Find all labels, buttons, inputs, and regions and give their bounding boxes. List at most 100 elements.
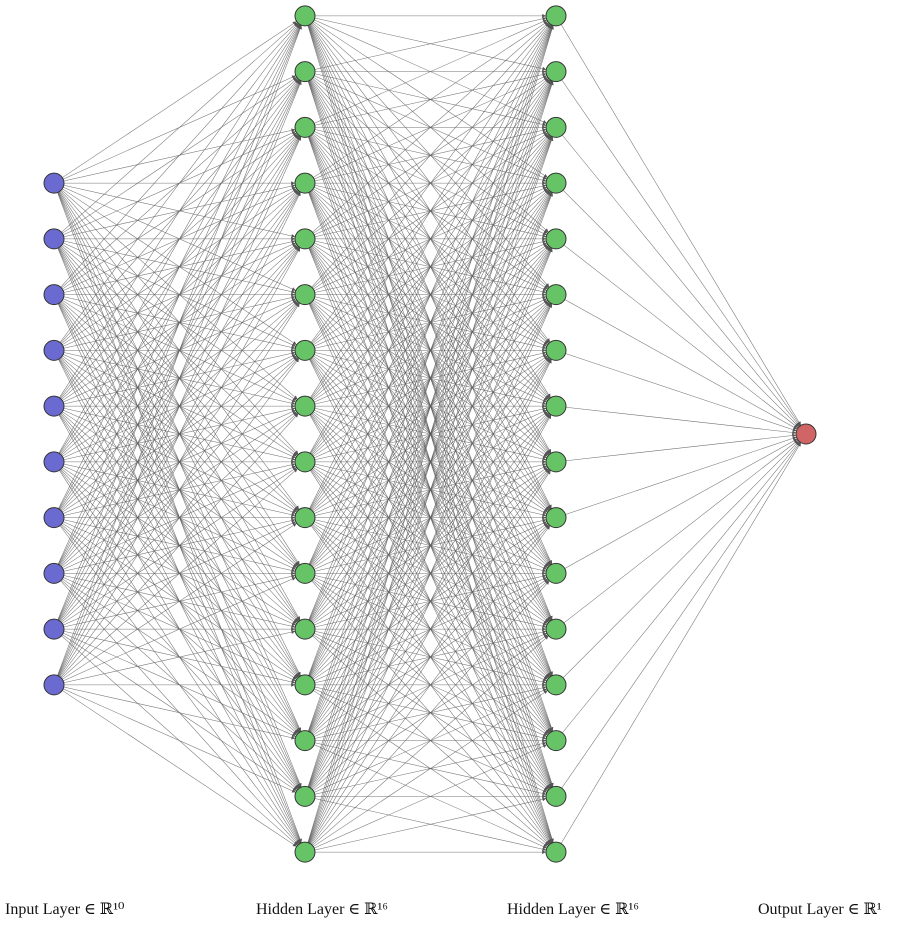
node-hidden-2-15 bbox=[545, 841, 567, 863]
connection-edge-l2-9-0 bbox=[565, 436, 797, 515]
connection-edge-l1-15-1 bbox=[307, 81, 554, 843]
node-hidden-1-10 bbox=[294, 562, 316, 584]
connection-edge-l2-14-0 bbox=[561, 442, 801, 789]
connection-edge-l0-8-0 bbox=[57, 25, 302, 620]
node-hidden-1-14 bbox=[294, 785, 316, 807]
node-hidden-1-4 bbox=[294, 228, 316, 250]
node-hidden-2-8 bbox=[545, 451, 567, 473]
connection-edge-l1-4-0 bbox=[312, 22, 549, 233]
connection-edge-l0-9-3 bbox=[58, 191, 301, 677]
node-hidden-1-8 bbox=[294, 451, 316, 473]
layer-label-hidden-2: Hidden Layer ∈ ℝ¹⁶ bbox=[507, 901, 639, 918]
connection-edge-l1-15-11 bbox=[312, 635, 549, 846]
node-input-6 bbox=[43, 507, 65, 529]
node-hidden-2-5 bbox=[545, 284, 567, 306]
node-hidden-2-13 bbox=[545, 730, 567, 752]
node-hidden-1-3 bbox=[294, 172, 316, 194]
connection-edge-l2-12-0 bbox=[562, 440, 800, 678]
node-hidden-1-0 bbox=[294, 5, 316, 27]
node-input-0 bbox=[43, 172, 65, 194]
connection-edge-l1-7-0 bbox=[310, 24, 551, 398]
connection-edge-l1-15-13 bbox=[314, 744, 547, 849]
node-input-9 bbox=[43, 674, 65, 696]
node-hidden-1-5 bbox=[294, 284, 316, 306]
connection-edge-l1-6-0 bbox=[310, 23, 551, 343]
connection-edge-l2-11-0 bbox=[563, 439, 799, 624]
node-input-3 bbox=[43, 339, 65, 361]
layer-label-hidden-1: Hidden Layer ∈ ℝ¹⁶ bbox=[256, 901, 388, 918]
connection-edge-l2-10-0 bbox=[564, 438, 798, 569]
connection-edge-l2-7-0 bbox=[565, 406, 797, 435]
layer-label-output: Output Layer ∈ ℝ¹ bbox=[758, 901, 882, 918]
node-input-7 bbox=[43, 562, 65, 584]
connection-edge-l1-15-4 bbox=[308, 248, 553, 843]
connection-edge-l0-9-8 bbox=[61, 468, 298, 679]
node-hidden-2-14 bbox=[545, 785, 567, 807]
connection-edge-l1-15-0 bbox=[307, 25, 554, 843]
node-hidden-1-12 bbox=[294, 674, 316, 696]
connection-edge-l2-2-0 bbox=[562, 134, 800, 427]
connection-edge-l0-9-9 bbox=[62, 522, 297, 680]
connection-edge-l2-13-0 bbox=[562, 441, 800, 734]
connection-edge-l1-9-0 bbox=[309, 24, 552, 509]
connection-edge-l0-9-13 bbox=[63, 686, 296, 740]
connection-edge-l0-1-0 bbox=[61, 22, 298, 233]
connection-edge-l2-3-0 bbox=[562, 190, 800, 428]
connection-edge-l0-9-4 bbox=[58, 247, 301, 677]
node-hidden-1-1 bbox=[294, 61, 316, 83]
connection-edge-l1-15-12 bbox=[313, 690, 548, 847]
layer-labels-group: Input Layer ∈ ℝ¹⁰ Hidden Layer ∈ ℝ¹⁶ Hid… bbox=[5, 901, 882, 918]
connection-edge-l0-6-0 bbox=[58, 24, 301, 509]
connection-edge-l0-2-0 bbox=[60, 23, 299, 288]
node-hidden-2-10 bbox=[545, 562, 567, 584]
connection-edge-l0-9-2 bbox=[57, 136, 302, 676]
connection-edge-l1-12-0 bbox=[308, 25, 553, 676]
connections-group bbox=[57, 13, 802, 855]
connection-edge-l2-0-0 bbox=[560, 24, 802, 426]
node-hidden-1-2 bbox=[294, 116, 316, 138]
connection-edge-l0-9-5 bbox=[59, 302, 300, 677]
connection-edge-l1-15-6 bbox=[309, 359, 552, 844]
node-hidden-2-1 bbox=[545, 61, 567, 83]
connection-edge-l1-15-8 bbox=[310, 470, 551, 844]
connection-edge-l1-14-0 bbox=[307, 25, 554, 787]
node-hidden-2-12 bbox=[545, 674, 567, 696]
connection-edge-l1-15-5 bbox=[308, 303, 553, 844]
nodes-group bbox=[43, 5, 817, 863]
connection-edge-l1-8-0 bbox=[309, 24, 552, 454]
connection-edge-l1-13-0 bbox=[308, 25, 554, 732]
node-input-1 bbox=[43, 228, 65, 250]
connection-edge-l0-9-0 bbox=[57, 25, 302, 676]
connection-edge-l2-8-0 bbox=[565, 433, 797, 462]
node-input-5 bbox=[43, 451, 65, 473]
node-hidden-2-2 bbox=[545, 116, 567, 138]
connection-edge-l2-4-0 bbox=[563, 244, 799, 429]
connection-edge-l0-3-0 bbox=[59, 23, 300, 343]
node-hidden-2-3 bbox=[545, 172, 567, 194]
connection-edge-l1-15-9 bbox=[310, 525, 551, 845]
node-input-8 bbox=[43, 618, 65, 640]
connection-edge-l0-9-6 bbox=[59, 358, 300, 678]
connection-edge-l0-9-15 bbox=[62, 690, 297, 847]
connection-edge-l2-6-0 bbox=[565, 353, 797, 432]
connection-edge-l1-2-0 bbox=[314, 19, 547, 124]
connection-edge-l2-15-0 bbox=[560, 442, 802, 844]
connection-edge-l1-15-3 bbox=[308, 192, 553, 843]
connection-edge-l0-9-1 bbox=[57, 80, 302, 676]
node-hidden-1-9 bbox=[294, 507, 316, 529]
layer-label-input: Input Layer ∈ ℝ¹⁰ bbox=[5, 901, 124, 918]
node-hidden-1-15 bbox=[294, 841, 316, 863]
node-hidden-2-7 bbox=[545, 395, 567, 417]
node-hidden-2-0 bbox=[545, 5, 567, 27]
connection-edge-l0-9-10 bbox=[63, 577, 296, 682]
node-input-2 bbox=[43, 284, 65, 306]
node-hidden-1-6 bbox=[294, 339, 316, 361]
connection-edge-l0-9-14 bbox=[63, 688, 296, 793]
node-hidden-2-6 bbox=[545, 339, 567, 361]
node-hidden-1-11 bbox=[294, 618, 316, 640]
connection-edge-l1-1-0 bbox=[314, 16, 547, 70]
connection-edge-l0-5-0 bbox=[58, 24, 301, 454]
node-hidden-2-11 bbox=[545, 618, 567, 640]
connection-edge-l2-1-0 bbox=[561, 79, 801, 426]
